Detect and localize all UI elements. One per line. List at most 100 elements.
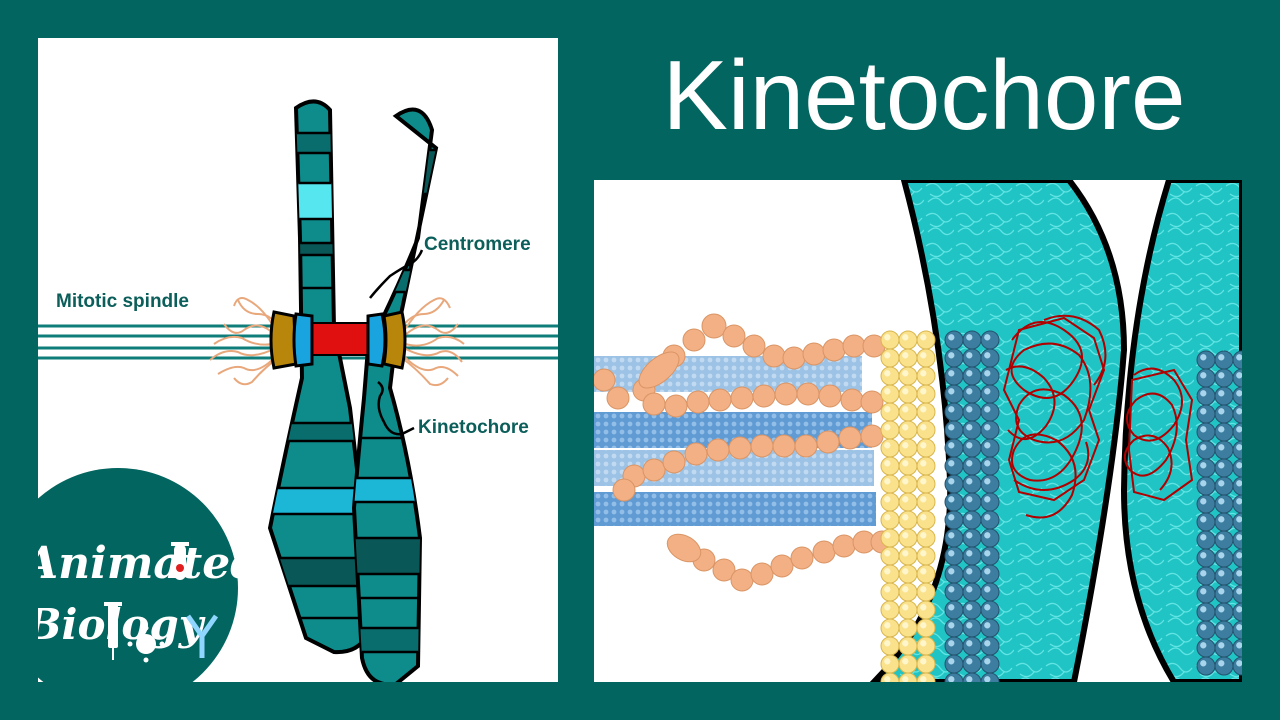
bead (1196, 386, 1216, 406)
bead-highlight (920, 550, 927, 557)
bead (916, 528, 936, 548)
bead-highlight (1236, 408, 1242, 415)
chromosome-svg (38, 99, 558, 682)
spindle-fibers-left (209, 297, 281, 386)
bead (880, 492, 900, 512)
bead-highlight (1200, 660, 1207, 667)
bead (1196, 458, 1216, 478)
bead-highlight (984, 370, 991, 377)
bead-highlight (884, 622, 891, 629)
bead-highlight (948, 478, 955, 485)
bead (1214, 368, 1234, 388)
bead (962, 654, 982, 674)
bead-highlight (966, 496, 973, 503)
bead-highlight (966, 370, 973, 377)
bead (944, 492, 964, 512)
bead (944, 510, 964, 530)
bead (962, 546, 982, 566)
bead (916, 510, 936, 530)
bead-highlight (920, 514, 927, 521)
bead (980, 366, 1000, 386)
bead-highlight (1236, 606, 1242, 613)
inner-kinetochore-layer (944, 330, 1000, 682)
bead (980, 420, 1000, 440)
bead-highlight (966, 514, 973, 521)
bead (980, 330, 1000, 350)
bead (1214, 404, 1234, 424)
bead (880, 474, 900, 494)
bead-highlight (884, 334, 891, 341)
bead-highlight (984, 514, 991, 521)
bead-highlight (920, 478, 927, 485)
label-kinetochore: Kinetochore (418, 417, 529, 438)
bead-highlight (884, 496, 891, 503)
bead-highlight (902, 532, 909, 539)
bead-highlight (966, 658, 973, 665)
bead-highlight (1236, 462, 1242, 469)
bead (944, 366, 964, 386)
bead (898, 582, 918, 602)
bead (944, 564, 964, 584)
bead (980, 438, 1000, 458)
bead-highlight (1236, 390, 1242, 397)
bead (944, 546, 964, 566)
bead (962, 528, 982, 548)
bead (962, 420, 982, 440)
bead-highlight (966, 388, 973, 395)
bead-highlight (1236, 516, 1242, 523)
bead (880, 654, 900, 674)
bead-highlight (1236, 624, 1242, 631)
bead (880, 600, 900, 620)
bead (916, 600, 936, 620)
bead-highlight (902, 640, 909, 647)
bead-highlight (966, 532, 973, 539)
bead (916, 654, 936, 674)
bead (898, 492, 918, 512)
bead-highlight (966, 334, 973, 341)
bead (962, 438, 982, 458)
bead (1196, 422, 1216, 442)
bead-highlight (1236, 570, 1242, 577)
inner-kinetochore-layer-right (1196, 350, 1242, 676)
bead (898, 528, 918, 548)
bead-highlight (984, 460, 991, 467)
bead (962, 636, 982, 656)
bead-highlight (902, 514, 909, 521)
bead-highlight (920, 370, 927, 377)
bead (944, 636, 964, 656)
bead-highlight (984, 532, 991, 539)
bead (898, 402, 918, 422)
bead (962, 492, 982, 512)
bead-highlight (984, 424, 991, 431)
bead-highlight (1218, 408, 1225, 415)
bead (1214, 494, 1234, 514)
bead (1196, 476, 1216, 496)
bead-highlight (920, 496, 927, 503)
bead (898, 564, 918, 584)
bead (916, 546, 936, 566)
bead-highlight (948, 604, 955, 611)
bead-highlight (1200, 552, 1207, 559)
bead-highlight (1200, 408, 1207, 415)
bead (880, 420, 900, 440)
bead (1214, 656, 1234, 676)
bead-highlight (984, 658, 991, 665)
bead (1196, 638, 1216, 658)
bead-highlight (1218, 660, 1225, 667)
bead (898, 330, 918, 350)
bead (980, 636, 1000, 656)
bead (962, 330, 982, 350)
bead (980, 348, 1000, 368)
bead (880, 456, 900, 476)
bead (916, 402, 936, 422)
virus-icon (127, 625, 165, 663)
bead (944, 474, 964, 494)
bead-highlight (1218, 624, 1225, 631)
bead (980, 474, 1000, 494)
bead (880, 636, 900, 656)
bead (1214, 548, 1234, 568)
bead-highlight (1218, 426, 1225, 433)
bead (916, 492, 936, 512)
bead-highlight (984, 586, 991, 593)
kinetochore-left (269, 310, 314, 370)
